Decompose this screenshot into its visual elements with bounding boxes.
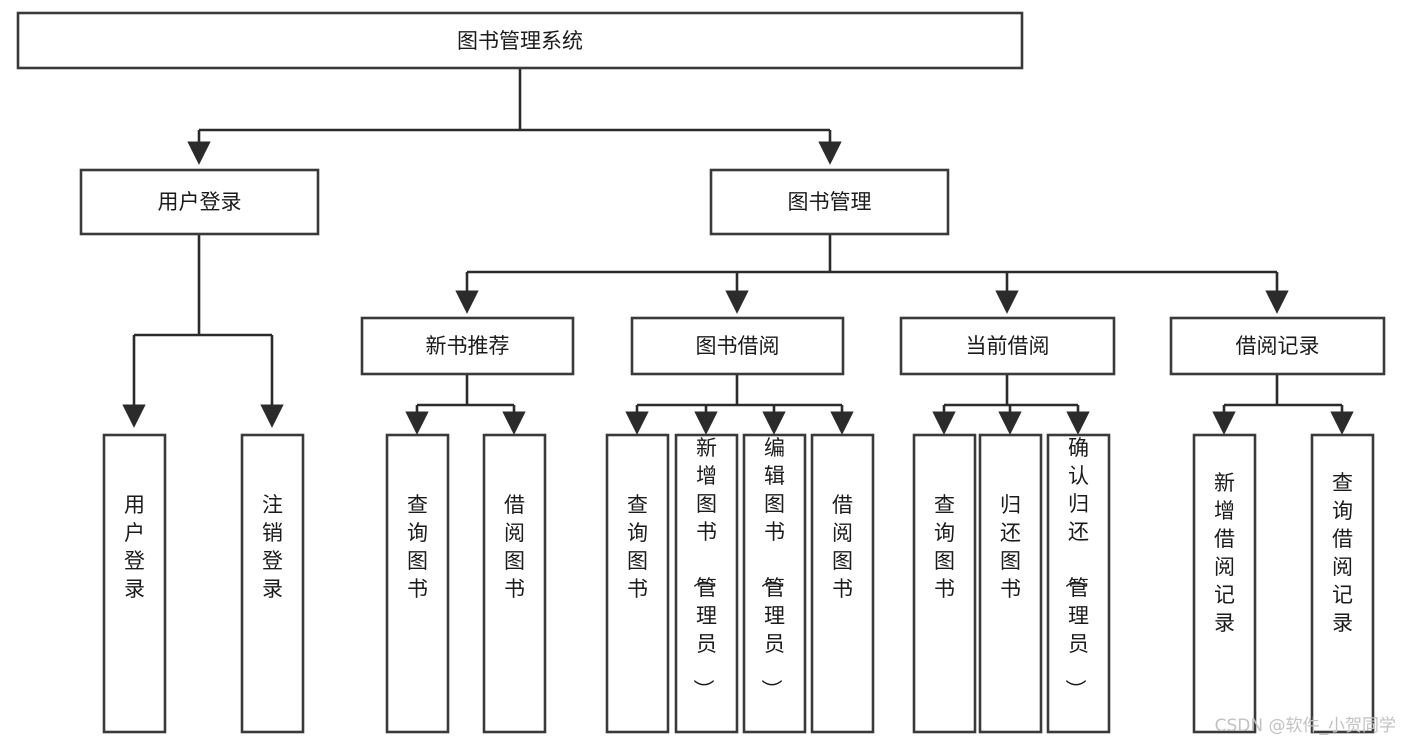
node-new-book-rec-box[interactable] (360, 316, 575, 376)
node-leaf-return-book-box[interactable] (978, 433, 1043, 734)
connector-new-book-rec-to-leaves (405, 374, 526, 435)
node-book-borrow-label: 图书借阅 (696, 334, 780, 358)
node-leaf-query-book-current[interactable]: 查询图书 (912, 433, 977, 734)
node-user-login-box[interactable] (79, 168, 320, 236)
node-book-manage-box[interactable] (709, 168, 950, 236)
connector-user-login-to-leaves (122, 234, 284, 428)
node-user-login[interactable]: 用户登录 (79, 168, 320, 236)
node-leaf-user-login[interactable]: 用户登录 (102, 433, 167, 734)
node-leaf-logout[interactable]: 注销登录 (240, 433, 305, 734)
node-leaf-return-book[interactable]: 归还图书 (978, 433, 1043, 734)
node-book-manage-label: 图书管理 (788, 190, 872, 214)
node-leaf-add-borrow-record-label: 新增借阅记录 (1214, 471, 1235, 635)
node-root-box[interactable] (16, 11, 1024, 70)
node-leaf-edit-book-admin[interactable]: 编辑图书（管理员） (742, 433, 807, 734)
node-current-borrow-box[interactable] (899, 316, 1116, 376)
node-new-book-rec[interactable]: 新书推荐 (360, 316, 575, 376)
node-leaf-confirm-return-admin[interactable]: 确认归还（管理员） (1046, 433, 1111, 734)
node-leaf-query-book-borrow[interactable]: 查询图书 (605, 433, 670, 734)
node-leaf-borrow-book-rec-box[interactable] (482, 433, 547, 734)
node-leaf-query-borrow-record[interactable]: 查询借阅记录 (1310, 433, 1375, 734)
node-leaf-borrow-book-borrow[interactable]: 借阅图书 (810, 433, 875, 734)
node-current-borrow[interactable]: 当前借阅 (899, 316, 1116, 376)
node-root-label: 图书管理系统 (457, 29, 583, 53)
node-borrow-record-label: 借阅记录 (1236, 334, 1320, 358)
node-leaf-query-book-rec[interactable]: 查询图书 (385, 433, 450, 734)
node-leaf-query-book-rec-box[interactable] (385, 433, 450, 734)
node-current-borrow-label: 当前借阅 (966, 334, 1050, 358)
node-leaf-user-login-label: 用户登录 (124, 493, 145, 601)
node-leaf-query-book-borrow-box[interactable] (605, 433, 670, 734)
node-leaf-add-borrow-record-box[interactable] (1192, 433, 1257, 734)
node-leaf-add-book-admin-label: 新增图书（管理员） (691, 436, 717, 700)
node-leaf-borrow-book-rec[interactable]: 借阅图书 (482, 433, 547, 734)
node-leaf-borrow-book-borrow-label: 借阅图书 (832, 493, 853, 601)
node-root[interactable]: 图书管理系统 (16, 11, 1024, 70)
node-book-borrow[interactable]: 图书借阅 (630, 316, 845, 376)
node-borrow-record[interactable]: 借阅记录 (1169, 316, 1386, 376)
node-leaf-confirm-return-admin-label: 确认归还（管理员） (1063, 436, 1089, 700)
node-leaf-edit-book-admin-box[interactable] (742, 433, 807, 734)
node-leaf-add-book-admin[interactable]: 新增图书（管理员） (674, 433, 739, 734)
connector-current-borrow-to-leaves (932, 374, 1090, 435)
watermark-label: CSDN @软件_小贺同学 (1215, 716, 1396, 736)
node-leaf-query-borrow-record-label: 查询借阅记录 (1332, 471, 1353, 635)
node-leaf-query-book-current-box[interactable] (912, 433, 977, 734)
connector-borrow-record-to-leaves (1212, 374, 1354, 435)
node-leaf-borrow-book-borrow-box[interactable] (810, 433, 875, 734)
connector-book-manage-to-level3 (455, 234, 1289, 314)
node-leaf-add-book-admin-box[interactable] (674, 433, 739, 734)
node-leaf-confirm-return-admin-box[interactable] (1046, 433, 1111, 734)
node-new-book-rec-label: 新书推荐 (426, 334, 510, 358)
node-leaf-query-borrow-record-box[interactable] (1310, 433, 1375, 734)
node-borrow-record-box[interactable] (1169, 316, 1386, 376)
node-leaf-add-borrow-record[interactable]: 新增借阅记录 (1192, 433, 1257, 734)
connector-book-borrow-to-leaves (625, 374, 854, 435)
node-leaf-edit-book-admin-label: 编辑图书（管理员） (759, 436, 785, 700)
node-user-login-label: 用户登录 (158, 190, 242, 214)
node-leaf-user-login-box[interactable] (102, 433, 167, 734)
node-leaf-return-book-label: 归还图书 (1000, 493, 1021, 601)
node-book-borrow-box[interactable] (630, 316, 845, 376)
node-leaf-logout-label: 注销登录 (262, 493, 283, 601)
node-leaf-query-book-rec-label: 查询图书 (407, 493, 428, 601)
node-leaf-logout-box[interactable] (240, 433, 305, 734)
connector-root-to-level2 (187, 68, 842, 165)
node-book-manage[interactable]: 图书管理 (709, 168, 950, 236)
node-leaf-query-book-borrow-label: 查询图书 (627, 493, 648, 601)
node-leaf-borrow-book-rec-label: 借阅图书 (504, 493, 525, 601)
connector-layer (122, 68, 1354, 435)
node-leaf-query-book-current-label: 查询图书 (934, 493, 955, 601)
